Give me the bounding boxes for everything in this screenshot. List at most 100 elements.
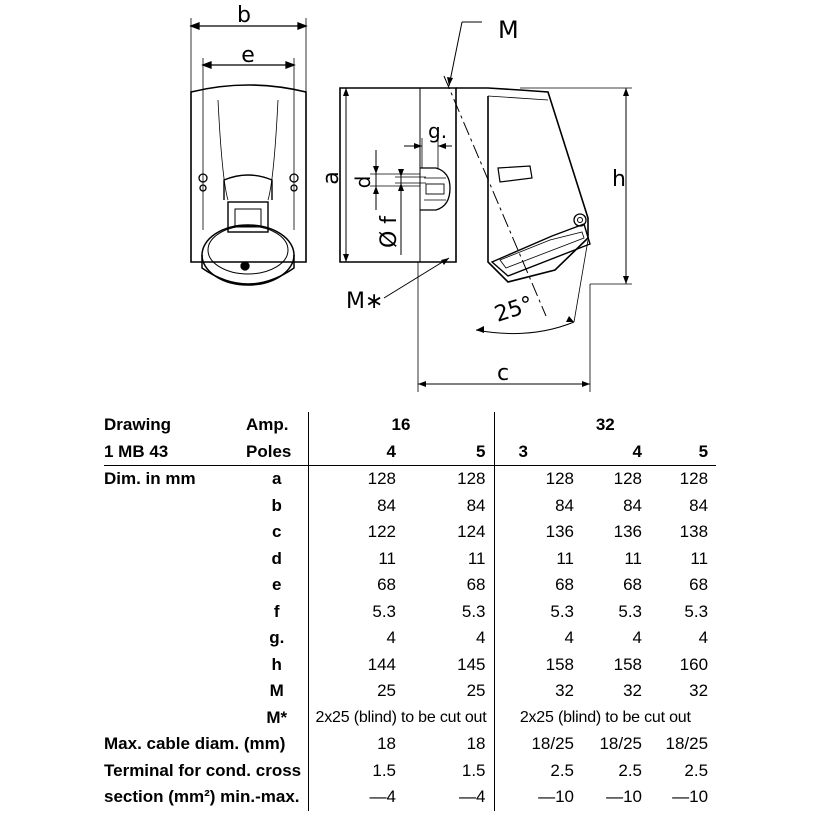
row-spacer — [104, 652, 246, 679]
cell-value: 128 — [493, 465, 583, 493]
poles-32-c: 5 — [650, 438, 717, 466]
front-view — [189, 18, 308, 286]
cable-value: 18/25 — [493, 731, 583, 758]
amp-16: 16 — [307, 412, 495, 439]
cable-value: 18 — [307, 731, 404, 758]
label-a: a — [319, 171, 344, 184]
label-f: Ø f — [377, 215, 402, 248]
cable-label: Max. cable diam. (mm) — [104, 734, 286, 754]
label-d: d — [351, 176, 375, 189]
label-e: e — [241, 43, 255, 68]
cell-value: 68 — [307, 572, 404, 599]
cable-value: 18 — [466, 734, 486, 754]
cell-value: 84 — [623, 495, 643, 515]
cell-value: 5.3 — [461, 601, 486, 621]
poles-label: Poles — [246, 438, 308, 466]
row-spacer — [104, 599, 246, 626]
cell-value: 11 — [493, 545, 583, 572]
poles-32-a: 3 — [493, 438, 583, 466]
cell-value: 136 — [493, 519, 583, 546]
side-view — [339, 21, 632, 392]
cell-value: 128 — [457, 469, 486, 489]
cell-value: 5.3 — [307, 598, 404, 625]
row-spacer — [104, 519, 246, 546]
row-key: a — [272, 469, 282, 489]
cell-value: 160 — [679, 654, 709, 674]
poles-16-b: 5 — [404, 438, 495, 466]
cell-value: 4 — [632, 628, 643, 648]
terminal-min: 1.5 — [307, 757, 404, 784]
poles-32-b: 4 — [582, 438, 651, 466]
label-g: g. — [428, 119, 447, 143]
cell-value: 68 — [493, 572, 583, 599]
label-h: h — [612, 167, 626, 192]
cell-value: 4 — [476, 628, 486, 648]
cell-value: 32 — [623, 681, 643, 701]
row-key: M* — [266, 707, 288, 727]
row-key: f — [273, 601, 280, 621]
cell-value: 11 — [467, 548, 486, 568]
cell-value: 158 — [613, 654, 643, 674]
label-m: M — [498, 16, 519, 44]
terminal-max: —4 — [307, 784, 404, 811]
cell-value: 11 — [624, 548, 643, 568]
terminal-min: 2.5 — [684, 760, 709, 780]
row-spacer — [104, 625, 246, 652]
cell-value: 128 — [679, 469, 709, 489]
cell-value: 32 — [493, 678, 583, 705]
table-row-mstar: M* 2x25 (blind) to be cut out 2x25 (blin… — [104, 704, 717, 731]
cell-value: 32 — [689, 681, 709, 701]
cell-value: 145 — [457, 654, 486, 674]
cell-value: 68 — [466, 575, 486, 595]
drawing-code: 1 MB 43 — [104, 438, 246, 466]
label-angle: 25° — [492, 292, 537, 328]
cell-value: 84 — [493, 492, 583, 519]
cell-value: 5.3 — [618, 601, 643, 621]
cell-value: 144 — [307, 651, 404, 678]
cell-value: 4 — [493, 625, 583, 652]
terminal-label-2: section (mm²) min.-max. — [104, 787, 300, 807]
terminal-min: 2.5 — [618, 760, 643, 780]
row-spacer — [104, 678, 246, 705]
drawing-label: Drawing — [104, 415, 172, 435]
amp-32: 32 — [493, 412, 717, 439]
cell-value: 5.3 — [493, 598, 583, 625]
terminal-max: —10 — [606, 787, 643, 807]
row-spacer — [104, 493, 246, 520]
row-key: c — [272, 522, 282, 542]
cell-value: 128 — [613, 469, 643, 489]
cell-value: 68 — [689, 575, 709, 595]
row-key: g. — [269, 628, 285, 648]
table-row-terminal-min: Terminal for cond. cross 1.5 1.5 2.5 2.5… — [104, 757, 716, 784]
terminal-max: —4 — [459, 787, 486, 807]
dim-label: Dim. in mm — [104, 469, 196, 489]
row-spacer — [104, 572, 246, 599]
terminal-min: 1.5 — [461, 760, 486, 780]
row-key: d — [271, 548, 282, 568]
cell-value: 138 — [679, 522, 709, 542]
terminal-min: 2.5 — [493, 757, 583, 784]
cell-value: 84 — [466, 495, 486, 515]
cell-value: 122 — [307, 519, 404, 546]
label-c: c — [497, 361, 509, 386]
cell-value: 124 — [457, 522, 486, 542]
mstar-32: 2x25 (blind) to be cut out — [493, 704, 717, 731]
row-key: e — [272, 575, 282, 595]
table-row-cable: Max. cable diam. (mm) 18 18 18/25 18/25 … — [104, 731, 716, 758]
poles-16-a: 4 — [307, 438, 404, 466]
cable-value: 18/25 — [665, 734, 709, 754]
cell-value: 4 — [307, 625, 404, 652]
row-spacer — [104, 546, 246, 573]
row-key: h — [271, 654, 282, 674]
terminal-max: —10 — [672, 787, 709, 807]
